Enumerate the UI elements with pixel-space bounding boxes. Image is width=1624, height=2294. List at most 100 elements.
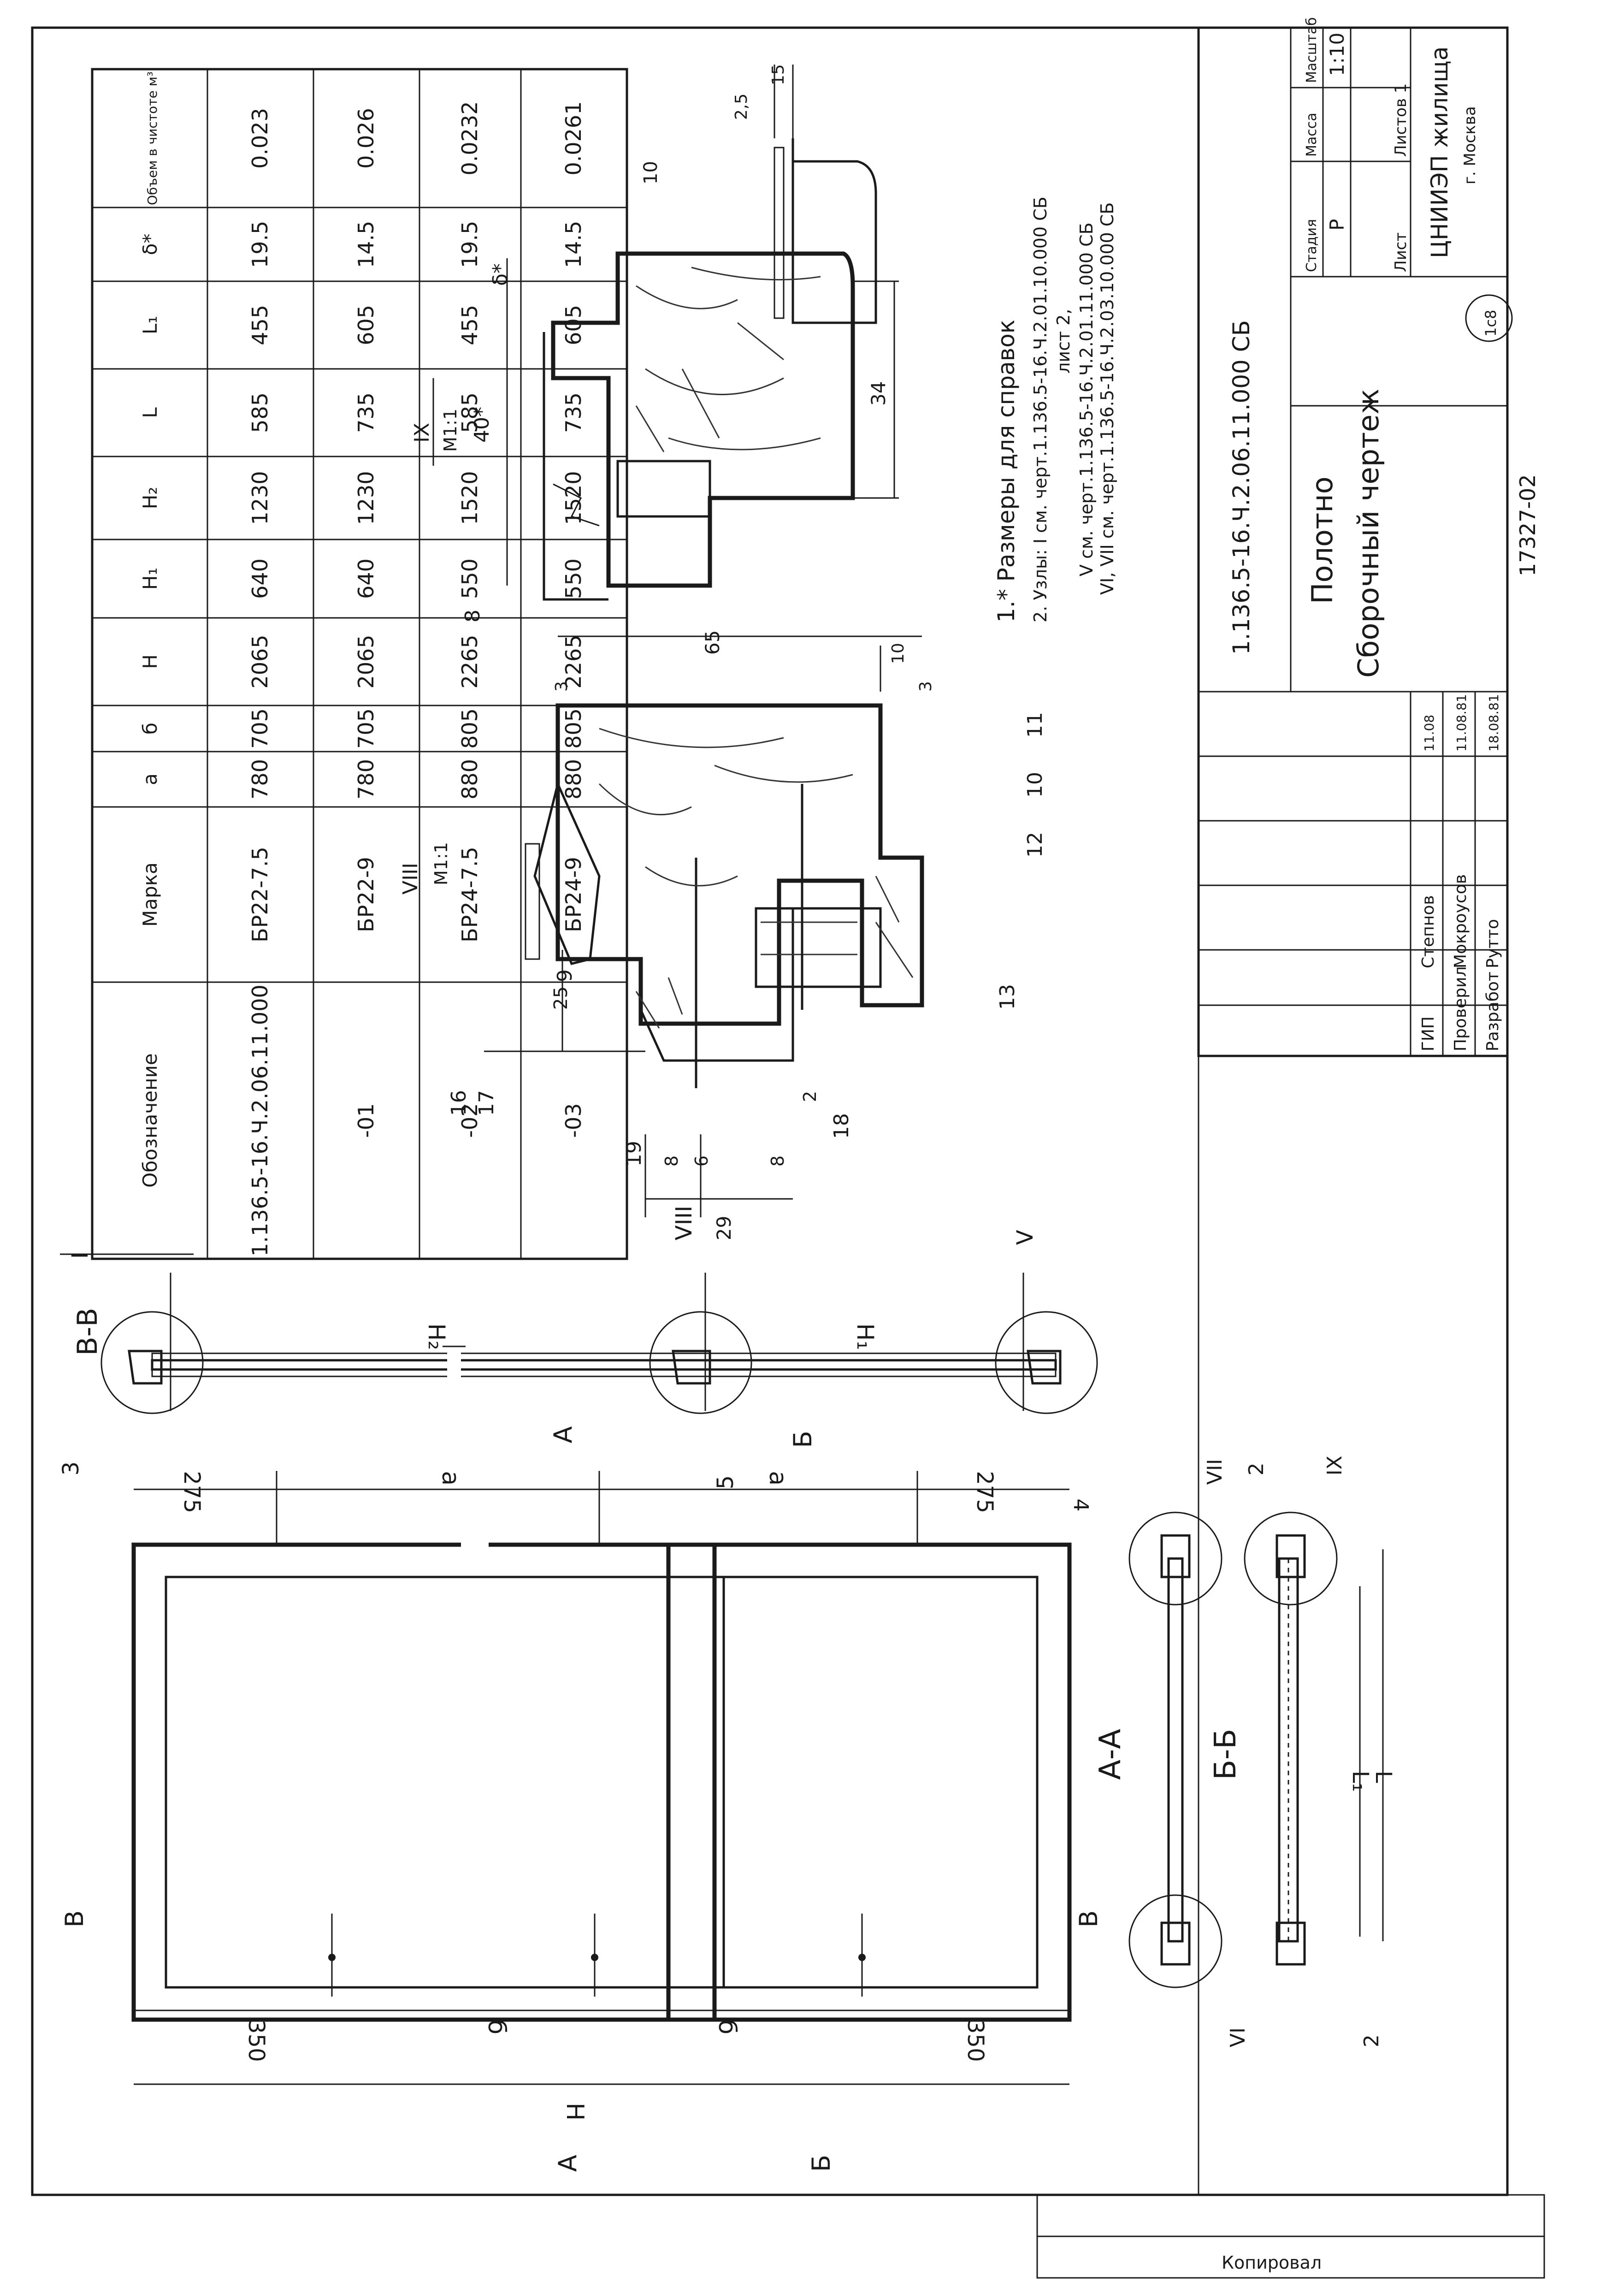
section-mark-B: Б: [788, 1431, 817, 1448]
dim-3b: 3: [916, 681, 935, 692]
spec-cell: 19.5: [457, 221, 482, 268]
sig-name: Рутто: [1483, 919, 1502, 968]
margin-strip: Копировал: [1036, 2194, 1545, 2279]
spec-header-cell: Объем в чистоте м³: [145, 71, 160, 205]
spec-cell: 1230: [354, 471, 378, 525]
section-mark-B: Б: [807, 2155, 836, 2172]
dim-15: 15: [769, 64, 788, 85]
dim-350a: 350: [243, 2020, 269, 2062]
dim-65: 65: [701, 630, 724, 655]
spec-header-cell: L₁: [139, 316, 161, 334]
detail-viii: VIII М1:1 25 29 8 6 8 2 65 10 3 3 811101…: [399, 610, 1047, 1240]
section-vv-label: В-В: [71, 1308, 104, 1356]
section-mark-A: А: [553, 2155, 582, 2172]
spec-cell: -01: [354, 1103, 378, 1138]
spec-cell: 705: [248, 708, 272, 749]
dim-b1: б: [483, 2020, 510, 2034]
sig-role: Проверил: [1451, 966, 1470, 1051]
spec-cell: 640: [248, 558, 272, 599]
notes-block: 1.* Размеры для справок 2. Узлы: I см. ч…: [993, 196, 1117, 622]
callout-16: 16: [447, 1090, 471, 1116]
callout-5: 5: [713, 1475, 738, 1489]
dim-6: 6: [691, 1156, 712, 1167]
note-2c: V см. черт.1.136.5-16.Ч.2.01.11.000 СБ: [1076, 222, 1097, 576]
spec-cell: БР22-9: [354, 857, 378, 932]
scale-value: 1:10: [1326, 33, 1348, 76]
callout-8: 8: [461, 610, 484, 622]
spec-cell: -02: [457, 1103, 482, 1138]
stage-value: Р: [1326, 219, 1348, 231]
detail-ix-label: IX: [410, 423, 434, 443]
spec-cell: 585: [248, 392, 272, 433]
dim-H2: H₂: [423, 1323, 450, 1350]
spec-header-cell: L: [139, 407, 161, 418]
spec-cell: 19.5: [248, 221, 272, 268]
col-mass: Масса: [1304, 113, 1320, 157]
spec-cell: 0.0232: [457, 101, 482, 176]
section-a-a: А-А VII VI: [1093, 1459, 1250, 2047]
spec-cell: БР22-7.5: [248, 847, 272, 942]
spec-header-cell: H₂: [139, 487, 161, 509]
spec-cell: БР24-7.5: [457, 847, 482, 942]
section-mark-V: В: [1074, 1910, 1103, 1927]
callout-4: 4: [1069, 1499, 1093, 1512]
note-2: 2. Узлы: I см. черт.1.136.5-16.Ч.2.01.10…: [1030, 196, 1051, 622]
spec-header-cell: a: [139, 773, 161, 785]
spec-cell: 14.5: [561, 221, 586, 268]
spec-cell: 805: [561, 708, 586, 749]
callout-18: 18: [830, 1113, 853, 1139]
sig-name: Степнов: [1419, 895, 1438, 968]
spec-cell: 550: [457, 558, 482, 599]
spec-cell: 735: [561, 392, 586, 433]
spec-cell: 880: [561, 759, 586, 800]
sig-date: 11.08.81: [1454, 694, 1469, 752]
dim-L1: L₁: [1347, 1771, 1373, 1792]
detail-viii-scale: М1:1: [431, 842, 451, 885]
dim-b2: б: [713, 2020, 741, 2034]
callout-VII: VII: [1203, 1459, 1227, 1485]
sig-role: Разработ: [1483, 972, 1502, 1051]
dim-a2: a: [764, 1471, 791, 1486]
spec-cell: 455: [248, 305, 272, 345]
spec-cell: 780: [354, 759, 378, 800]
stamp-text: 1с8: [1482, 310, 1500, 337]
spec-cell: 640: [354, 558, 378, 599]
doc-name-1: Полотно: [1305, 476, 1339, 604]
org-city: г. Москва: [1461, 106, 1479, 184]
spec-cell: 880: [457, 759, 482, 800]
col-stage: Стадия: [1304, 219, 1320, 272]
detail-ix-scale: М1:1: [440, 409, 461, 452]
org-name: ЦНИИЭП жилища: [1426, 47, 1453, 258]
dim-2-5: 2,5: [732, 94, 751, 120]
spec-cell: 780: [248, 759, 272, 800]
spec-cell: 0.023: [248, 108, 272, 169]
spec-cell: 1230: [248, 471, 272, 525]
bottom-number: 17327-02: [1515, 474, 1540, 576]
spec-header-cell: H₁: [139, 568, 161, 590]
doc-name-2: Сборочный чертеж: [1352, 389, 1385, 678]
dim-350b: 350: [963, 2020, 988, 2062]
spec-cell: -03: [561, 1103, 586, 1138]
callout-12: 12: [1023, 832, 1047, 858]
spec-cell: 2065: [248, 634, 272, 688]
dim-25: 25: [550, 986, 572, 1010]
spec-cell: 605: [354, 305, 378, 345]
callout-IX: IX: [1323, 1456, 1346, 1476]
callout-5r: V: [1012, 1230, 1038, 1245]
callout-3: 3: [58, 1461, 84, 1476]
callout-19: 19: [622, 1141, 646, 1167]
spec-cell: БР24-9: [561, 857, 586, 932]
detail-ix: IX М1:1 40* 34 10 2,5 15 δ*: [410, 64, 899, 601]
margin-strip-text: Копировал: [1222, 2253, 1322, 2273]
spec-cell: 605: [561, 305, 586, 345]
spec-header-cell: Марка: [139, 862, 161, 927]
dim-10: 10: [640, 161, 661, 184]
dim-a1: a: [437, 1471, 464, 1486]
callout-13: 13: [996, 984, 1019, 1010]
spec-cell: 735: [354, 392, 378, 433]
dim-L: L: [1370, 1771, 1396, 1783]
